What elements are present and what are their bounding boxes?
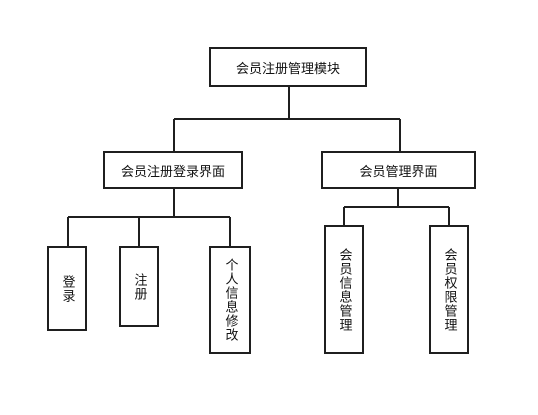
root-node-label: 会员注册管理模块 bbox=[235, 61, 340, 77]
node-member-management-ui: 会员管理界面 bbox=[321, 151, 476, 189]
node-label: 个人信息修改 bbox=[222, 258, 238, 342]
node-login: 登录 bbox=[47, 246, 87, 331]
node-label: 登录 bbox=[59, 274, 75, 303]
node-member-permission-management: 会员权限管理 bbox=[429, 225, 469, 354]
node-register: 注册 bbox=[119, 246, 159, 327]
node-member-info-management: 会员信息管理 bbox=[324, 225, 364, 354]
node-profile-edit: 个人信息修改 bbox=[209, 246, 251, 354]
node-label: 注册 bbox=[131, 272, 147, 301]
node-label: 会员管理界面 bbox=[359, 164, 438, 180]
node-label: 会员信息管理 bbox=[336, 247, 352, 332]
node-member-register-login-ui: 会员注册登录界面 bbox=[103, 151, 243, 189]
node-label: 会员权限管理 bbox=[441, 247, 457, 332]
root-node: 会员注册管理模块 bbox=[209, 47, 367, 87]
node-label: 会员注册登录界面 bbox=[120, 164, 225, 180]
